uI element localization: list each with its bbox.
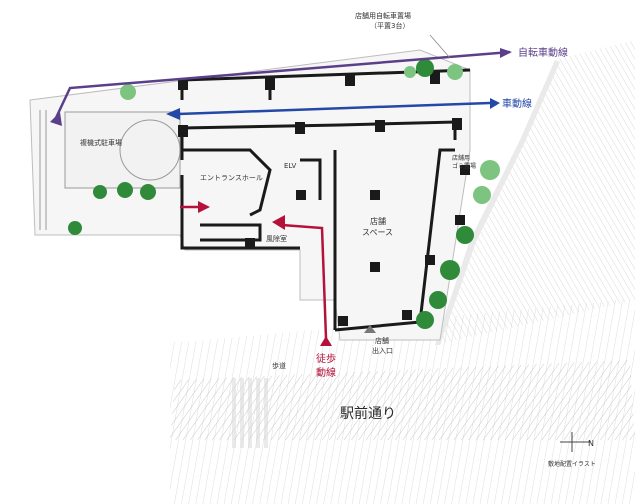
sidewalk-label: 歩道 xyxy=(272,361,286,370)
hall-wall xyxy=(182,148,272,217)
tree xyxy=(68,221,82,235)
store-entrance-label-1: 店舗 xyxy=(375,336,389,345)
crosswalk xyxy=(230,378,270,448)
elevator-label: ELV xyxy=(284,162,297,170)
building xyxy=(180,68,471,332)
store-south-wall xyxy=(334,320,421,332)
tree xyxy=(480,160,500,180)
street-name-label: 駅前通り xyxy=(340,405,396,422)
store-utility-label-2: ゴミ置場 xyxy=(452,162,476,170)
tree xyxy=(440,260,460,280)
mechanical-parking-label: 複機式駐車場 xyxy=(80,138,122,147)
elv-wall xyxy=(300,158,322,200)
tree xyxy=(416,311,434,329)
right-road xyxy=(435,40,635,345)
compass: N xyxy=(560,432,594,452)
columns xyxy=(178,72,470,326)
store-entrance-label-2: 出入口 xyxy=(372,346,393,355)
west-wall xyxy=(180,175,300,250)
store-entrance-marker xyxy=(364,325,376,333)
bicycle-parking-label: 店舗用自転車置場 xyxy=(355,11,411,20)
tree xyxy=(429,291,447,309)
pedestrian-route xyxy=(180,201,332,346)
windbreak-wall xyxy=(200,223,262,242)
compass-north-label: N xyxy=(588,439,594,448)
tree xyxy=(117,182,133,198)
store-space-label-2: スペース xyxy=(362,228,393,237)
mid-wall xyxy=(181,120,457,140)
caption-label: 敷地配置イラスト xyxy=(548,460,596,468)
car-route xyxy=(166,98,500,120)
tree xyxy=(404,66,416,78)
tree xyxy=(140,184,156,200)
bicycle-parking-leader xyxy=(429,34,451,59)
tree xyxy=(120,84,136,100)
car-route-label: 車動線 xyxy=(502,97,532,110)
turntable xyxy=(119,119,181,181)
pedestrian-route-label-2: 動線 xyxy=(316,366,336,379)
tree xyxy=(416,59,434,77)
entrance-hall-label: エントランスホール xyxy=(200,174,263,182)
tree xyxy=(456,226,474,244)
store-utility-label-1: 店舗用 xyxy=(452,154,470,162)
windbreak-room-label: 風除室 xyxy=(266,234,287,243)
bicycle-parking-capacity-label: （平置3台） xyxy=(370,21,409,30)
pedestrian-route-label-1: 徒歩 xyxy=(316,352,336,365)
street-area xyxy=(170,300,635,504)
bicycle-route-label: 自転車動線 xyxy=(518,46,568,59)
store-space-label-1: 店舗 xyxy=(370,216,386,226)
tree xyxy=(473,186,491,204)
tree xyxy=(93,185,107,199)
trees xyxy=(68,59,500,329)
bicycle-route xyxy=(50,48,512,126)
mechanical-parking: 複機式駐車場 xyxy=(39,110,181,230)
tree xyxy=(447,64,463,80)
